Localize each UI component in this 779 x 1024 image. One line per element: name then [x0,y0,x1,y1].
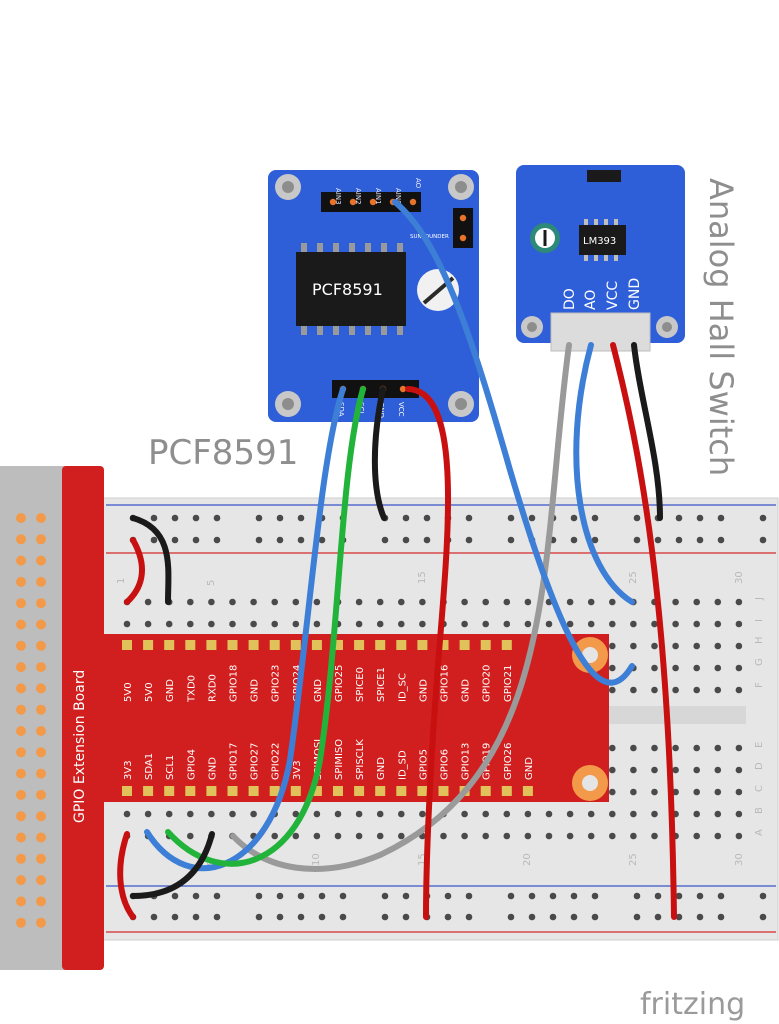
gpio-pin-label: 5V0 [123,682,134,702]
bb-col-number: 5 [206,580,217,586]
gpio-pin-label: 3V3 [292,760,303,780]
bb-row-letter: D [754,762,765,770]
hall-chip-label: LM393 [583,236,616,247]
bb-row-letter: B [754,807,765,814]
gpio-pin-label: RXD0 [207,674,218,702]
pcf-pin-label: SDA [337,402,345,417]
gpio-pin-label: TXD0 [186,675,197,703]
pcf-pin-label: VCC [397,402,405,417]
hall-pin-label: DO [562,288,578,310]
pcf-pin-label: AO [414,178,422,189]
bb-row-letter: C [754,785,765,792]
hall-pin-label: AO [583,290,599,310]
gpio-pin-label: GND [461,679,472,702]
bb-col-number: 15 [417,853,428,866]
gpio-pin-label: GPIO4 [186,749,197,780]
pcf8591-title: PCF8591 [148,433,298,473]
bb-col-number: 15 [417,571,428,584]
hall-sensor-element [587,170,621,182]
bb-col-number: 20 [522,853,533,866]
gpio-pin-label: 3V3 [123,760,134,780]
extension-board-label: GPIO Extension Board [72,670,88,823]
gpio-pin-label: GPIO5 [418,749,429,780]
gpio-pin-label: SCL1 [165,755,176,780]
gpio-pin-label: SPISCLK [355,739,366,780]
pcf-pin-label: AIN0 [394,188,402,205]
bb-col-number: 30 [734,571,745,584]
gpio-pin-label: GPIO25 [334,665,345,702]
pcf8591-chip: PCF8591 [296,243,406,335]
bb-col-number: 1 [116,578,127,584]
fritzing-watermark: fritzing [640,987,745,1022]
analog-hall-switch-module: LM393 DO AO VCC GND [516,165,685,352]
wires [117,199,677,920]
pcf8591-module: AIN3 AIN2 AIN1 AIN0 AO SUNFOUNDER PCF859… [268,170,479,422]
gpio-pin-label: GND [376,757,387,780]
pcf-brand: SUNFOUNDER [410,234,449,240]
pcf-pin-label: AIN3 [334,188,342,205]
bb-col-number: 25 [628,853,639,866]
gpio-pin-label: GPIO22 [271,743,282,780]
bb-col-number: 30 [734,853,745,866]
gpio-pin-label: GPIO20 [482,665,493,702]
gpio-pin-label: GPIO17 [229,743,240,780]
gpio-pin-label: GND [418,679,429,702]
hall-pin-label: VCC [605,281,621,310]
bb-row-letter: J [754,597,765,601]
gpio-pin-label: GPIO23 [271,665,282,702]
hall-switch-title: Analog Hall Switch [702,178,740,476]
gpio-pin-label: SPICE0 [355,667,366,702]
pcf-pin-label: AIN2 [354,188,362,205]
lm393-chip: LM393 [579,219,626,261]
gpio-pin-label: 5V0 [144,682,155,702]
gpio-pin-label: SDA1 [144,753,155,780]
gpio-pin-label: SPIMISO [334,739,345,780]
gpio-pin-label: GPIO18 [229,665,240,702]
bb-row-letter: A [754,829,765,836]
gpio-pin-label: ID_SC [397,673,408,702]
gpio-pin-label: SPICE1 [376,667,387,702]
pcf-chip-label: PCF8591 [312,280,383,299]
gpio-pin-label: GPIO13 [461,743,472,780]
pcf-pin-label: AIN1 [374,188,382,205]
hall-pin-label: GND [627,278,643,310]
bb-row-letter: F [754,682,765,688]
bb-col-number: 10 [311,853,322,866]
gpio-pin-label: ID_SD [397,750,408,780]
bb-row-letter: E [754,742,765,748]
gpio-pin-label: GND [165,679,176,702]
gpio-pin-label: GPIO16 [440,665,451,702]
bb-row-letter: H [754,636,765,644]
gpio-pin-label: GPIO27 [250,743,261,780]
bb-col-number: 25 [628,571,639,584]
gpio-pin-label: GPIO6 [440,749,451,780]
gpio-pin-label: GND [207,757,218,780]
gpio-pin-label: GND [524,757,535,780]
gpio-pin-label: GND [313,679,324,702]
bb-row-letter: G [754,658,765,666]
gpio-pin-label: GPIO21 [503,665,514,702]
gpio-pin-label: GND [250,679,261,702]
gpio-pin-label: GPIO26 [503,743,514,780]
bb-row-letter: I [754,619,765,622]
